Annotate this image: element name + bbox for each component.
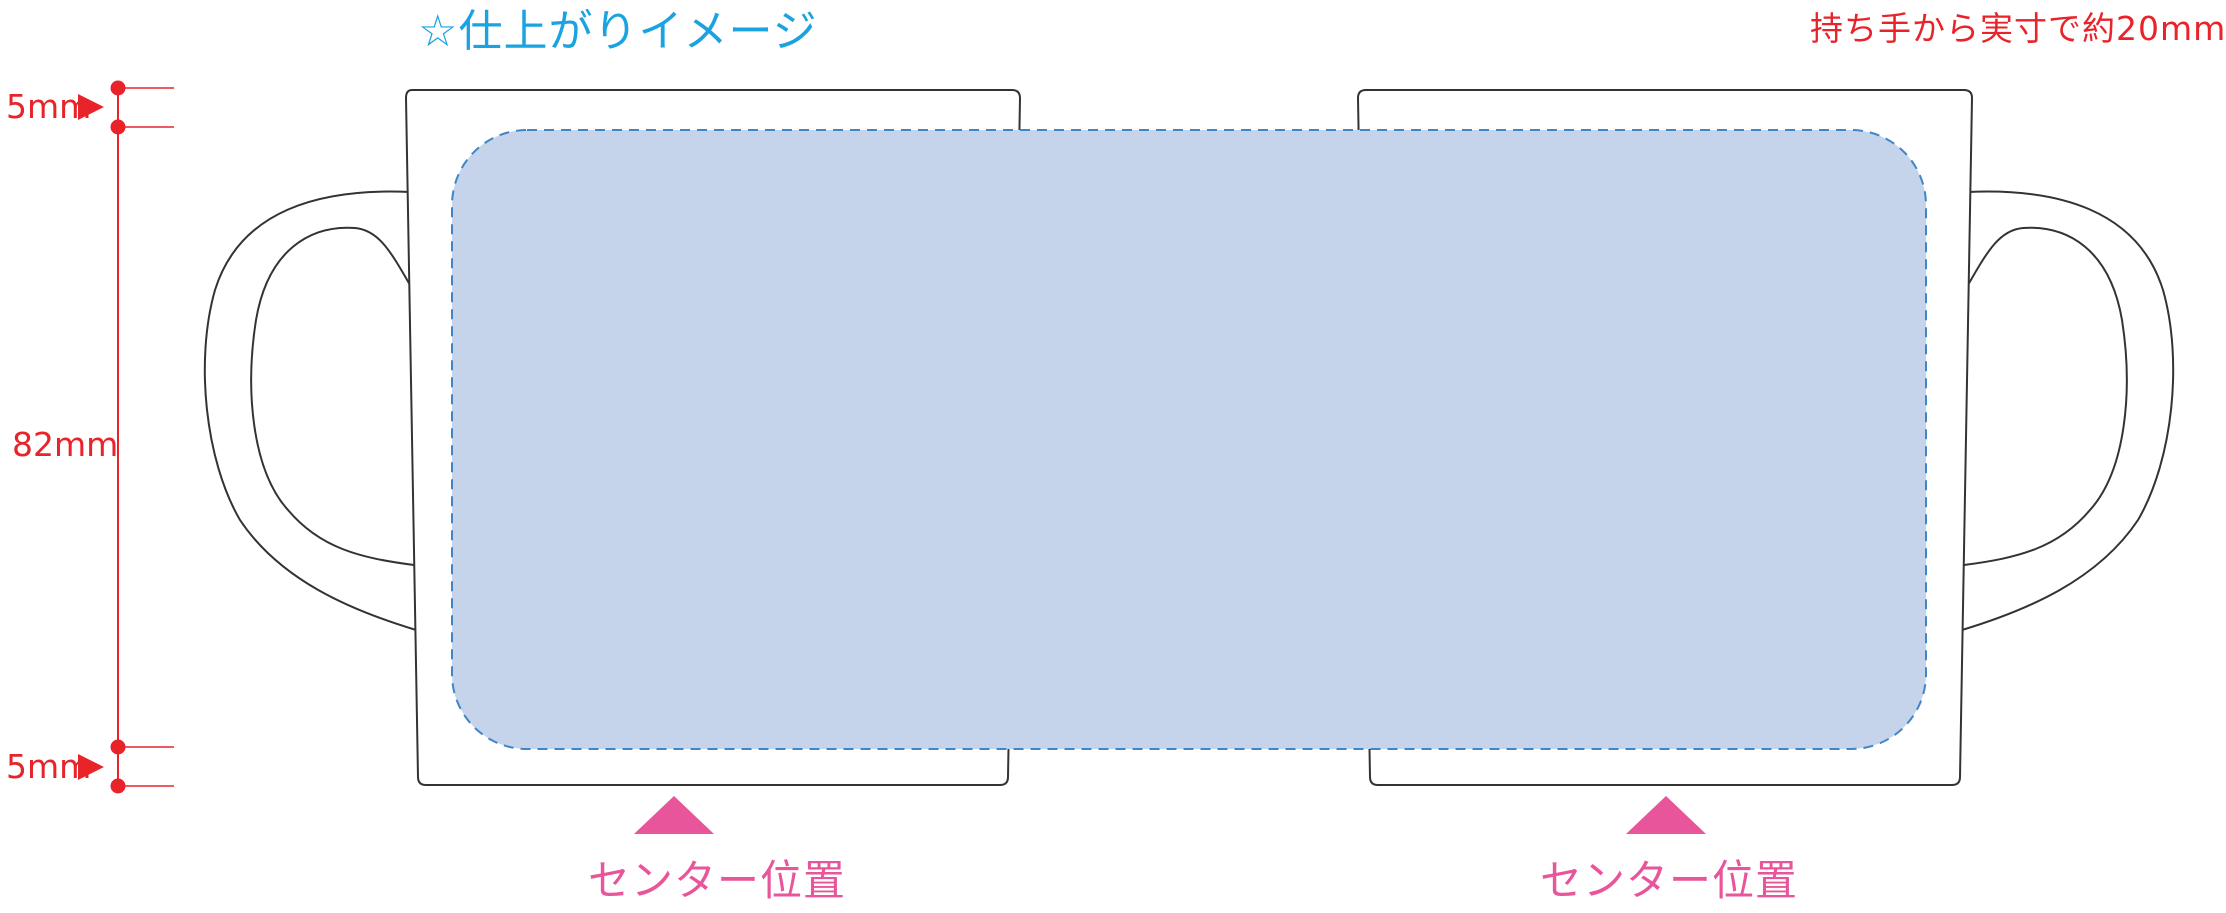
- bottom-margin-label: 5mm: [6, 747, 92, 786]
- top-arrow-icon: [78, 94, 104, 120]
- left-mug-handle-inner: [250, 226, 415, 566]
- bottom-arrow-icon: [78, 754, 104, 780]
- height-label: 82mm: [12, 425, 119, 464]
- tick-dot-3: [110, 739, 126, 755]
- tick-dot-1: [110, 80, 126, 96]
- tick-dot-2: [110, 119, 126, 135]
- center-label-right: センター位置: [1540, 856, 1799, 905]
- center-marker-right-icon: [1626, 796, 1706, 834]
- page-title: ☆仕上がりイメージ: [418, 6, 818, 57]
- handle-note: 持ち手から実寸で約20mm: [1810, 9, 2226, 48]
- center-label-left: センター位置: [588, 856, 847, 905]
- top-margin-label: 5mm: [6, 87, 92, 126]
- mug-print-diagram: ☆仕上がりイメージ 持ち手から実寸で約20mm 5mm 82mm 5mm センタ…: [6, 6, 2225, 905]
- tick-dot-4: [110, 778, 126, 794]
- center-marker-left-icon: [634, 796, 714, 834]
- diagram-canvas: [78, 80, 2175, 834]
- dimension-guide: [78, 80, 174, 794]
- right-mug-handle-inner: [1963, 226, 2128, 566]
- print-area: [451, 129, 1927, 750]
